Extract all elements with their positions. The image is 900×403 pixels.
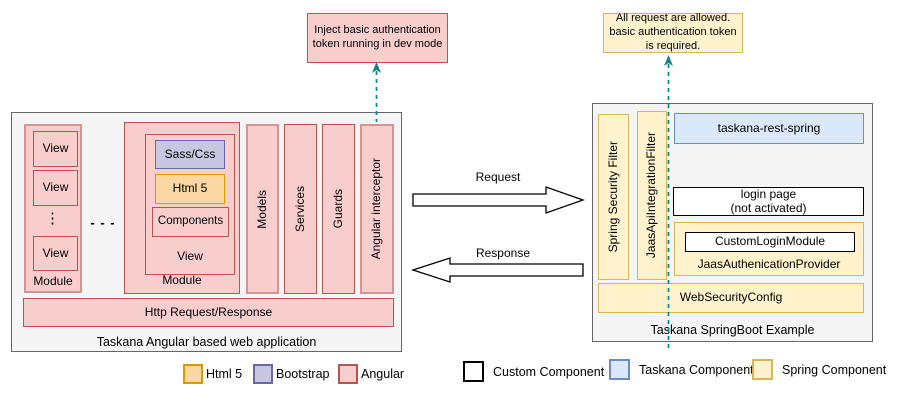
services-label: Services	[292, 185, 307, 232]
web-security-config-box: WebSecurityConfig	[598, 283, 864, 313]
legend-item-spring: Spring Component	[752, 359, 886, 380]
legend-label: Bootstrap	[276, 367, 330, 381]
html5-box: Html 5	[155, 174, 225, 204]
guards-label: Guards	[330, 189, 345, 229]
legend-item-bootstrap: Bootstrap	[253, 364, 330, 384]
spring-security-filter-label: Spring Security Filter	[605, 141, 620, 253]
angular-interceptor-column: Angular interceptor	[360, 124, 394, 294]
jaas-authentication-provider-box: CustomLoginModule JaasAuthenicationProvi…	[674, 222, 864, 276]
legend-label: Angular	[361, 367, 405, 381]
spring-security-filter-column: Spring Security Filter	[598, 114, 629, 280]
springboot-title: Taskana SpringBoot Example	[650, 323, 815, 337]
jaas-api-integration-filter-column: JaasApiIntegrationFilter	[637, 111, 667, 280]
springboot-container: Spring Security Filter JaasApiIntegratio…	[592, 103, 873, 342]
legend-label: Html 5	[206, 367, 243, 381]
guards-column: Guards	[322, 124, 355, 294]
module-1-box: View View ⋮ View Module	[24, 124, 82, 293]
login-page-box: login page (not activated)	[673, 187, 864, 216]
spring-swatch-icon	[752, 359, 773, 380]
module-2-box: Sass/Css Html 5 Components View Module	[124, 122, 240, 294]
auth-allowed-callout: All request are allowed. basic authentic…	[603, 12, 743, 53]
legend-label: Taskana Component	[639, 362, 754, 377]
bootstrap-swatch-icon	[253, 364, 273, 384]
vertical-ellipsis: ⋮	[45, 210, 61, 227]
legend-item-angular: Angular	[338, 364, 404, 384]
services-column: Services	[284, 124, 317, 294]
response-arrow-icon	[410, 257, 584, 283]
modules-ellipsis: - - -	[90, 215, 116, 230]
legend-label: Custom Component	[493, 364, 605, 379]
custom-swatch-icon	[463, 361, 484, 382]
view-label: View	[177, 249, 203, 263]
login-page-line2: (not activated)	[730, 200, 807, 215]
components-box: Components	[152, 207, 229, 237]
request-arrow-icon	[412, 186, 585, 214]
legend-item-taskana: Taskana Component	[609, 359, 754, 380]
sass-css-box: Sass/Css	[155, 140, 225, 169]
legend-label: Spring Component	[782, 362, 887, 377]
taskana-swatch-icon	[609, 359, 630, 380]
angular-app-container: View View ⋮ View Module - - - Sass/Css H…	[11, 112, 402, 352]
angular-app-title: Taskana Angular based web application	[96, 335, 317, 349]
jaas-api-integration-filter-label: JaasApiIntegrationFilter	[644, 132, 659, 259]
module-label: Module	[33, 274, 73, 288]
view-box: Sass/Css Html 5 Components View	[145, 134, 235, 275]
legend-item-custom: Custom Component	[463, 361, 604, 382]
angular-swatch-icon	[338, 364, 358, 384]
module-label: Module	[162, 273, 202, 287]
models-column: Models	[246, 124, 279, 294]
response-label: Response	[475, 246, 531, 260]
login-page-line1: login page	[740, 186, 797, 201]
custom-login-module-box: CustomLoginModule	[685, 232, 855, 252]
view-box: View	[33, 236, 78, 271]
legend-item-html5: Html 5	[183, 364, 242, 384]
models-label: Models	[254, 189, 269, 229]
dev-token-callout: Inject basic authentication token runnin…	[307, 13, 448, 63]
html5-swatch-icon	[183, 364, 203, 384]
taskana-rest-spring-box: taskana-rest-spring	[674, 113, 864, 144]
request-label: Request	[475, 170, 521, 184]
jaas-authentication-provider-label: JaasAuthenicationProvider	[697, 257, 841, 271]
view-box: View	[33, 170, 78, 206]
angular-interceptor-label: Angular interceptor	[369, 158, 384, 260]
view-box: View	[33, 131, 78, 167]
http-request-response-bar: Http Request/Response	[23, 298, 394, 327]
